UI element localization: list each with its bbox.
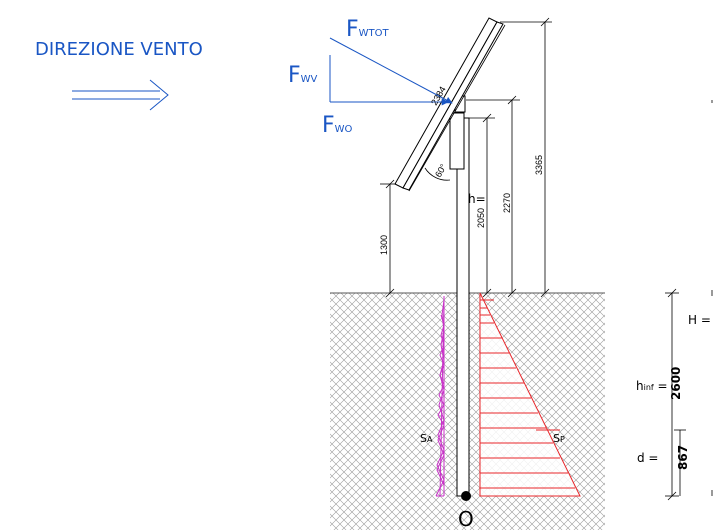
h-label: h= xyxy=(468,192,486,206)
active-pressure-diagram xyxy=(435,296,445,497)
double-arrow-right-icon xyxy=(72,79,169,111)
post-height-dimension xyxy=(469,113,495,298)
active-pressure-label: SA xyxy=(420,432,433,445)
lower-clearance-dimension xyxy=(380,179,396,298)
total-height-dimension xyxy=(500,17,552,298)
lower-clearance-value: 1300 xyxy=(379,235,389,255)
h-inf-label: hinf = xyxy=(636,379,668,393)
embed-depth-value: 2600 xyxy=(669,367,683,400)
passive-pressure-diagram xyxy=(479,292,581,497)
pivot-height-dimension xyxy=(466,95,520,298)
force-vertical-label: FWV xyxy=(288,63,318,88)
support-post xyxy=(456,117,470,497)
wind-direction-label: DIREZIONE VENTO xyxy=(35,39,203,60)
pivot-label: O xyxy=(458,507,474,530)
d-dimension xyxy=(674,429,686,496)
force-triangle xyxy=(329,37,453,106)
force-horizontal-label: FWO xyxy=(322,113,353,138)
pivot-point xyxy=(461,491,471,501)
total-height-value: 3365 xyxy=(534,155,544,175)
pivot-height-value: 2270 xyxy=(502,193,512,213)
d-value: 867 xyxy=(676,445,690,470)
panel-length-dimension xyxy=(408,24,506,192)
post-height-value: 2050 xyxy=(476,208,486,228)
H-label: H = xyxy=(688,313,711,327)
tilt-angle-arc xyxy=(424,167,451,181)
post-bracket xyxy=(449,112,465,170)
embedment-dimension xyxy=(665,288,679,501)
passive-pressure-label: SP xyxy=(553,432,565,445)
tilt-angle-value: 60° xyxy=(433,162,449,179)
d-label: d = xyxy=(637,451,659,465)
force-total-label: FWTOT xyxy=(346,17,390,42)
